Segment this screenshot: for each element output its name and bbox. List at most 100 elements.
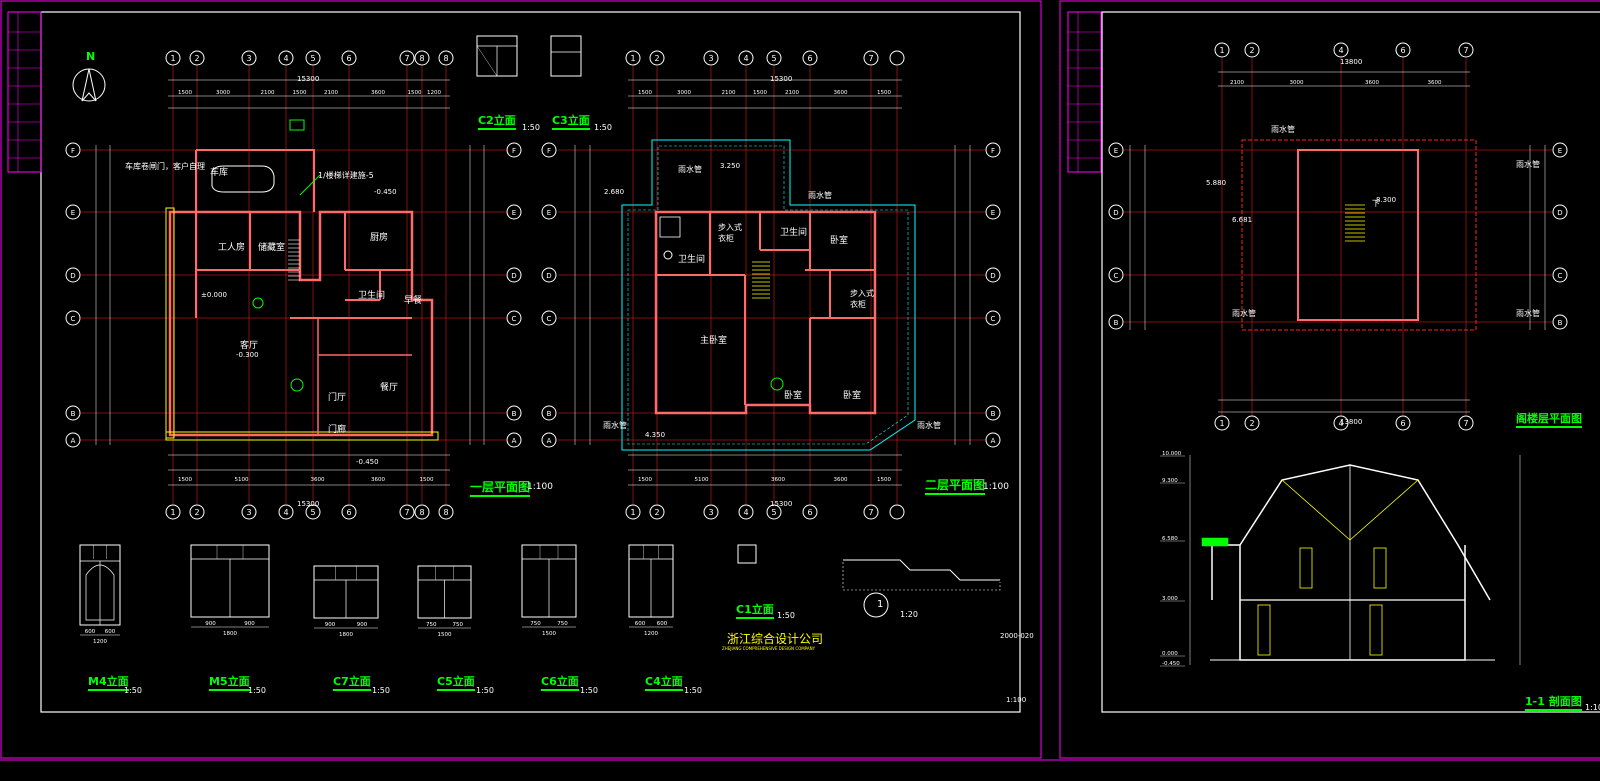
elevation-3-dim-total: 1500 [438, 632, 452, 638]
attic-right-bubble [1552, 142, 1568, 158]
attic-walls [1297, 149, 1419, 321]
attic-top-label: 7 [1463, 46, 1468, 55]
elevation-1-dim-a: 900 [205, 621, 216, 627]
f1-section-bubble [290, 378, 304, 392]
attic-left-bubble [1108, 142, 1124, 158]
section-level-text: 10.000 [1162, 451, 1182, 457]
f2-dim-text: 3600 [834, 90, 848, 96]
f2-left-bubble [541, 142, 557, 158]
attic-bottom-bubble [1244, 415, 1260, 431]
f1-right-label: E [512, 209, 516, 217]
attic-left-label: D [1113, 209, 1118, 217]
f2-right-bubble [985, 204, 1001, 220]
f1-left-label: D [70, 272, 75, 280]
elevation-4-dim-total: 1500 [542, 631, 556, 637]
section-walls [1239, 545, 1466, 661]
f2-right-bubble [985, 267, 1001, 283]
f2-bottom-label: 2 [654, 508, 659, 517]
attic-top-bubble [1214, 42, 1230, 58]
attic-top-bubble [1244, 42, 1260, 58]
f1-dim-text: 3600 [371, 90, 385, 96]
f1-right-label: A [512, 437, 517, 445]
f1-bottom-label: 7 [404, 508, 409, 517]
f2-bottom-bubble [766, 504, 782, 520]
f1-top-label: 8 [419, 54, 424, 63]
attic-top-label: 4 [1338, 46, 1343, 55]
attic-bottom-bubble [1214, 415, 1230, 431]
f2-dim-text: 3000 [677, 90, 691, 96]
f2-left-bubble [541, 267, 557, 283]
sheet2-outer-border [1059, 0, 1600, 759]
f2-top-label: 2 [654, 54, 659, 63]
f2-roof-outline [621, 139, 916, 451]
f1-left-label: A [71, 437, 76, 445]
attic-bottom-label: 7 [1463, 419, 1468, 428]
f1-bottom-label: 3 [246, 508, 251, 517]
f1-top-bubble [414, 50, 430, 66]
f1-bottom-label: 8 [443, 508, 448, 517]
f1-dim-text: 1200 [427, 90, 441, 96]
attic-top-bubble [1333, 42, 1349, 58]
m4-door-arch [85, 564, 115, 621]
f1-dim-text-bottom: 1500 [178, 477, 192, 483]
section-level-text: 0.000 [1162, 651, 1178, 657]
attic-right-bubble [1552, 204, 1568, 220]
f1-dim-text: 1500 [293, 90, 307, 96]
elevation-2-dim-b: 900 [357, 622, 368, 628]
f1-top-label: 5 [310, 54, 315, 63]
f2-top-label: 7 [868, 54, 873, 63]
f1-right-label: B [512, 410, 517, 418]
f2-left-label: A [547, 437, 552, 445]
attic-left-label: C [1114, 272, 1119, 280]
elevation-0-dim-total: 1200 [93, 639, 107, 645]
attic-top-label: 1 [1219, 46, 1224, 55]
title-strip-1 [1067, 11, 1102, 173]
f2-dim-text-bottom: 5100 [695, 477, 709, 483]
f1-top-label: 8 [443, 54, 448, 63]
f2-top-bubble [863, 50, 879, 66]
attic-right-label: D [1557, 209, 1562, 217]
f1-top-bubble [399, 50, 415, 66]
f2-left-label: E [547, 209, 551, 217]
section-door-upper-b [1373, 547, 1387, 589]
f2-right-label: A [991, 437, 996, 445]
f2-top-label: 4 [743, 54, 748, 63]
attic-right-bubble [1552, 267, 1568, 283]
attic-left-bubble [1108, 314, 1124, 330]
elevation-2-dim-total: 1800 [339, 632, 353, 638]
f2-top-bubble [703, 50, 719, 66]
f2-right-bubble [985, 142, 1001, 158]
attic-dim-text: 2100 [1230, 80, 1244, 86]
sheet1-outer-border [0, 0, 1042, 759]
f2-bottom-bubble [703, 504, 719, 520]
f2-left-label: D [546, 272, 551, 280]
elevation-1-dim-b: 900 [244, 621, 255, 627]
f2-right-label: C [991, 315, 996, 323]
f2-right-label: F [991, 147, 995, 155]
section-roof-outline [1211, 464, 1491, 601]
f2-left-bubble [541, 310, 557, 326]
elevation-5-dim-a: 600 [635, 621, 646, 627]
f1-top-label: 4 [283, 54, 288, 63]
f1-bottom-label: 2 [194, 508, 199, 517]
f1-bottom-label: 1 [170, 508, 175, 517]
f2-left-label: F [547, 147, 551, 155]
f2-left-label: B [547, 410, 552, 418]
f2-top-bubble [738, 50, 754, 66]
detail-step-profile [843, 559, 1000, 581]
attic-top-label: 6 [1400, 46, 1405, 55]
f1-left-label: E [71, 209, 75, 217]
f1-dim-text-bottom: 1500 [420, 477, 434, 483]
attic-right-label: C [1558, 272, 1563, 280]
section-door-upper [1299, 547, 1313, 589]
elevation-1-dim-total: 1800 [223, 631, 237, 637]
attic-right-label: E [1558, 147, 1562, 155]
f1-top-label: 2 [194, 54, 199, 63]
f1-top-label: 6 [346, 54, 351, 63]
attic-left-bubble [1108, 267, 1124, 283]
sheet2-inner-frame [1101, 11, 1600, 713]
f1-top-label: 1 [170, 54, 175, 63]
f2-top-bubble [802, 50, 818, 66]
attic-dim-text: 3600 [1365, 80, 1379, 86]
attic-right-label: B [1558, 319, 1563, 327]
